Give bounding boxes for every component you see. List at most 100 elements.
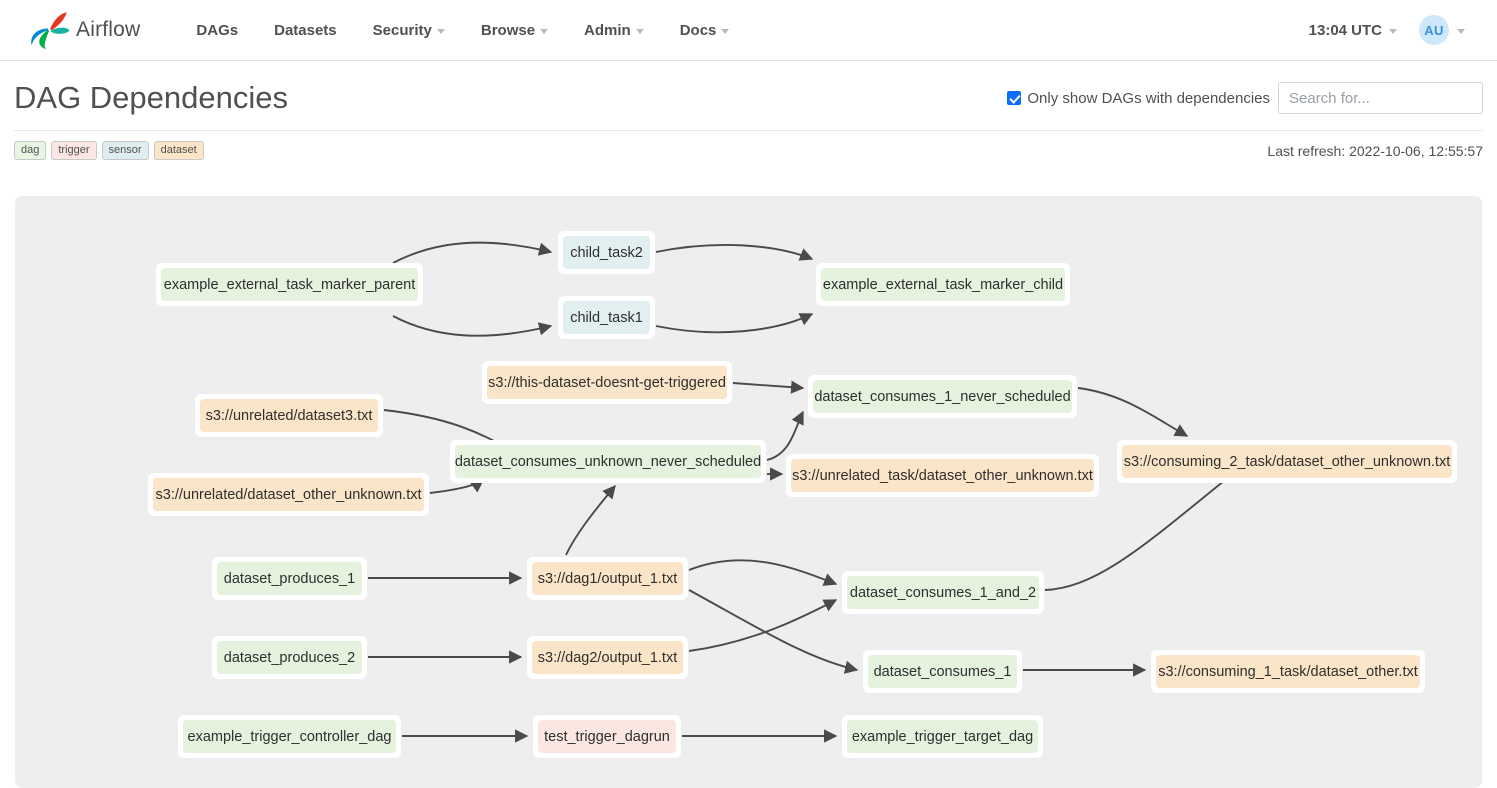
graph-node-label: s3://unrelated/dataset3.txt <box>200 399 378 432</box>
graph-node-dag2-output-1[interactable]: s3://dag2/output_1.txt <box>527 636 688 679</box>
graph-edges <box>368 241 1255 743</box>
graph-node-label: s3://consuming_2_task/dataset_other_unkn… <box>1122 445 1452 478</box>
navbar-right: 13:04 UTC AU <box>1297 7 1475 53</box>
page-header-row: DAG Dependencies Only show DAGs with dep… <box>14 79 1483 130</box>
last-refresh-text: Last refresh: 2022-10-06, 12:55:57 <box>1267 142 1483 159</box>
graph-node-label: s3://this-dataset-doesnt-get-triggered <box>487 366 727 399</box>
graph-node-label: s3://unrelated_task/dataset_other_unknow… <box>791 459 1094 492</box>
edge-child-task1-to-child <box>655 313 814 334</box>
graph-node-example_trigger_target_dag[interactable]: example_trigger_target_dag <box>842 715 1043 758</box>
graph-node-label: s3://unrelated/dataset_other_unknown.txt <box>153 478 424 511</box>
graph-node-dataset_produces_2[interactable]: dataset_produces_2 <box>212 636 367 679</box>
graph-node-child_task2[interactable]: child_task2 <box>558 231 655 274</box>
graph-node-label: example_external_task_marker_child <box>821 268 1065 301</box>
edge-dag1-output-to-unknown-never <box>565 484 616 556</box>
nav-links: DAGs Datasets Security Browse Admin Docs <box>178 12 747 49</box>
graph-node-label: dataset_consumes_1_and_2 <box>847 576 1039 609</box>
graph-node-example_external_task_marker_child[interactable]: example_external_task_marker_child <box>816 263 1070 306</box>
nav-item-dags[interactable]: DAGs <box>178 12 256 49</box>
chevron-down-icon <box>540 28 549 34</box>
edge-child-task2-to-child <box>655 244 814 261</box>
graph-node-label: dataset_produces_2 <box>217 641 362 674</box>
graph-node-label: test_trigger_dagrun <box>538 720 676 753</box>
only-show-deps-text: Only show DAGs with dependencies <box>1027 89 1270 107</box>
graph-node-consuming-2-task-dataset-other-unknown[interactable]: s3://consuming_2_task/dataset_other_unkn… <box>1117 440 1457 483</box>
chevron-down-icon <box>635 28 644 34</box>
graph-node-label: child_task1 <box>563 301 650 334</box>
legend-badge-sensor: sensor <box>101 140 149 161</box>
graph-node-label: child_task2 <box>563 236 650 269</box>
brand-label: Airflow <box>76 18 141 41</box>
airflow-logo-icon <box>31 12 70 50</box>
graph-node-dataset_consumes_1_and_2[interactable]: dataset_consumes_1_and_2 <box>842 571 1044 614</box>
graph-node-dataset_consumes_unknown_never_scheduled[interactable]: dataset_consumes_unknown_never_scheduled <box>450 440 766 483</box>
nav-item-browse-label: Browse <box>480 21 536 39</box>
timezone-selector[interactable]: 13:04 UTC <box>1297 12 1405 49</box>
nav-item-admin-label: Admin <box>584 21 631 39</box>
edge-consumes-1-and-2-to-consuming2 <box>1044 457 1255 591</box>
search-input[interactable] <box>1278 82 1483 115</box>
chevron-down-icon <box>1389 28 1397 34</box>
graph-node-unrelated-task-dataset-other-unknown[interactable]: s3://unrelated_task/dataset_other_unknow… <box>786 454 1099 497</box>
nav-item-browse[interactable]: Browse <box>463 12 566 49</box>
chevron-down-icon <box>436 28 445 34</box>
graph-node-this-dataset-doesnt-get-triggered[interactable]: s3://this-dataset-doesnt-get-triggered <box>482 361 732 404</box>
only-show-deps-checkbox[interactable] <box>1007 91 1022 106</box>
graph-node-unrelated-dataset-other-unknown[interactable]: s3://unrelated/dataset_other_unknown.txt <box>148 473 429 516</box>
nav-item-datasets[interactable]: Datasets <box>256 12 355 49</box>
edge-consumes1-never-to-consuming2 <box>1077 387 1189 437</box>
edge-parent-to-child-task1 <box>392 315 553 337</box>
graph-node-label: s3://consuming_1_task/dataset_other.txt <box>1156 655 1420 688</box>
graph-node-dataset_consumes_1_never_scheduled[interactable]: dataset_consumes_1_never_scheduled <box>808 375 1077 418</box>
nav-item-datasets-label: Datasets <box>274 21 337 39</box>
graph-node-dataset_consumes_1[interactable]: dataset_consumes_1 <box>863 650 1022 693</box>
graph-node-label: example_external_task_marker_parent <box>161 268 418 301</box>
graph-node-label: example_trigger_controller_dag <box>183 720 396 753</box>
legend-badge-dataset: dataset <box>153 140 204 161</box>
graph-node-child_task1[interactable]: child_task1 <box>558 296 655 339</box>
chevron-down-icon <box>1457 28 1465 34</box>
dag-dependency-graph[interactable]: example_external_task_marker_parent chil… <box>15 196 1482 788</box>
legend-row: dag trigger sensor dataset Last refresh:… <box>14 131 1483 169</box>
edge-parent-to-child-task2 <box>392 241 553 264</box>
graph-node-dag1-output-1[interactable]: s3://dag1/output_1.txt <box>527 557 688 600</box>
edge-dag2-output-to-consumes-1-and-2 <box>688 599 838 652</box>
graph-node-label: dataset_produces_1 <box>217 562 362 595</box>
main-navbar: Airflow DAGs Datasets Security Browse Ad… <box>0 0 1497 61</box>
nav-item-admin[interactable]: Admin <box>566 12 662 49</box>
nav-item-docs[interactable]: Docs <box>662 12 748 49</box>
avatar: AU <box>1419 15 1449 45</box>
graph-node-label: dataset_consumes_unknown_never_scheduled <box>455 445 761 478</box>
page-header-controls: Only show DAGs with dependencies <box>1007 82 1483 115</box>
edge-dag1-output-to-consumes-1 <box>688 589 859 674</box>
graph-node-dataset_produces_1[interactable]: dataset_produces_1 <box>212 557 367 600</box>
nav-item-security-label: Security <box>372 21 432 39</box>
only-show-deps-label[interactable]: Only show DAGs with dependencies <box>1007 90 1270 107</box>
nav-item-dags-label: DAGs <box>196 21 239 39</box>
graph-node-label: dataset_consumes_1 <box>868 655 1017 688</box>
graph-node-unrelated-dataset3[interactable]: s3://unrelated/dataset3.txt <box>195 394 383 437</box>
graph-node-test_trigger_dagrun[interactable]: test_trigger_dagrun <box>533 715 681 758</box>
page-title: DAG Dependencies <box>14 80 288 115</box>
graph-node-label: s3://dag2/output_1.txt <box>532 641 683 674</box>
clock-label: 13:04 UTC <box>1308 21 1382 39</box>
node-type-legend: dag trigger sensor dataset <box>14 140 204 161</box>
brand-home-link[interactable]: Airflow <box>30 10 140 50</box>
nav-item-security[interactable]: Security <box>355 12 463 49</box>
edge-this-dataset-to-consumes1-never <box>732 380 805 394</box>
graph-node-example_external_task_marker_parent[interactable]: example_external_task_marker_parent <box>156 263 423 306</box>
graph-node-label: dataset_consumes_1_never_scheduled <box>813 380 1072 413</box>
edge-unknown-never-to-consumes1-never <box>766 410 804 461</box>
edge-dag1-output-to-consumes-1-and-2 <box>688 559 838 586</box>
graph-node-example_trigger_controller_dag[interactable]: example_trigger_controller_dag <box>178 715 401 758</box>
graph-node-consuming-1-task-dataset-other[interactable]: s3://consuming_1_task/dataset_other.txt <box>1151 650 1425 693</box>
graph-node-label: example_trigger_target_dag <box>847 720 1038 753</box>
chevron-down-icon <box>721 28 730 34</box>
legend-badge-dag: dag <box>14 140 47 161</box>
page-header: DAG Dependencies Only show DAGs with dep… <box>0 61 1497 168</box>
graph-node-label: s3://dag1/output_1.txt <box>532 562 683 595</box>
header-divider <box>14 129 1483 131</box>
nav-item-docs-label: Docs <box>679 21 717 39</box>
user-menu[interactable]: AU <box>1409 7 1475 53</box>
legend-badge-trigger: trigger <box>51 140 97 161</box>
